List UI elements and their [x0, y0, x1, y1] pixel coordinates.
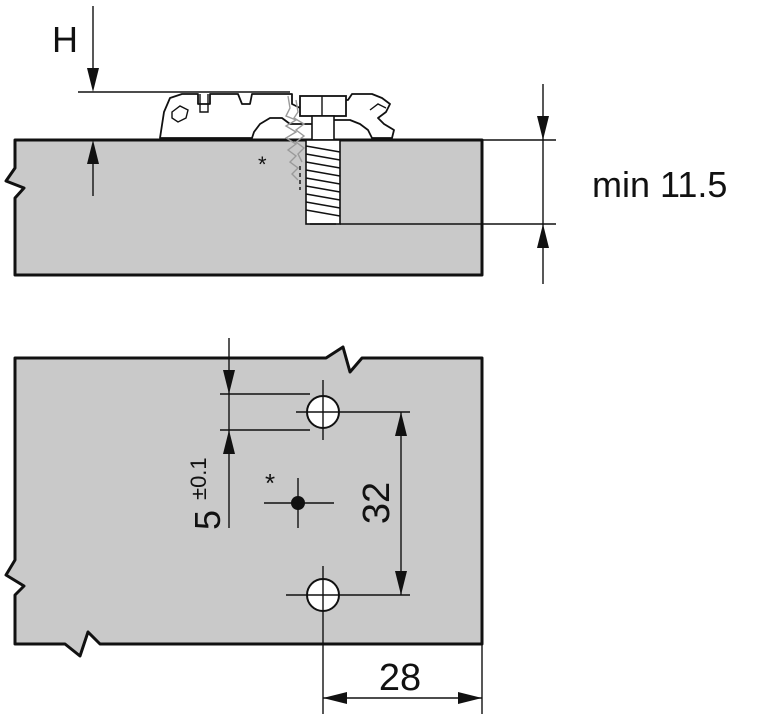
dimension-min-depth — [340, 84, 556, 284]
side-asterisk: * — [258, 152, 267, 177]
label-h: H — [52, 19, 78, 60]
dimension-28 — [323, 644, 483, 714]
dimension-h — [78, 6, 290, 196]
top-panel — [4, 345, 484, 658]
label-5: 5 — [187, 510, 228, 530]
screw-thread — [305, 139, 341, 225]
side-view: * H min 11.5 — [4, 6, 727, 284]
label-min-depth: min 11.5 — [592, 164, 727, 205]
label-28: 28 — [379, 657, 421, 699]
screw-head — [299, 95, 347, 117]
label-5-tolerance: ±0.1 — [186, 457, 211, 500]
dimension-5 — [220, 338, 310, 528]
label-32: 32 — [356, 482, 398, 524]
ghost-screw — [284, 95, 306, 190]
mounting-plate-profile — [159, 93, 395, 139]
top-view: 5 ±0.1 * 32 28 — [4, 338, 484, 714]
top-asterisk: * — [265, 468, 275, 498]
side-panel — [4, 138, 484, 277]
dimension-32 — [395, 412, 407, 595]
